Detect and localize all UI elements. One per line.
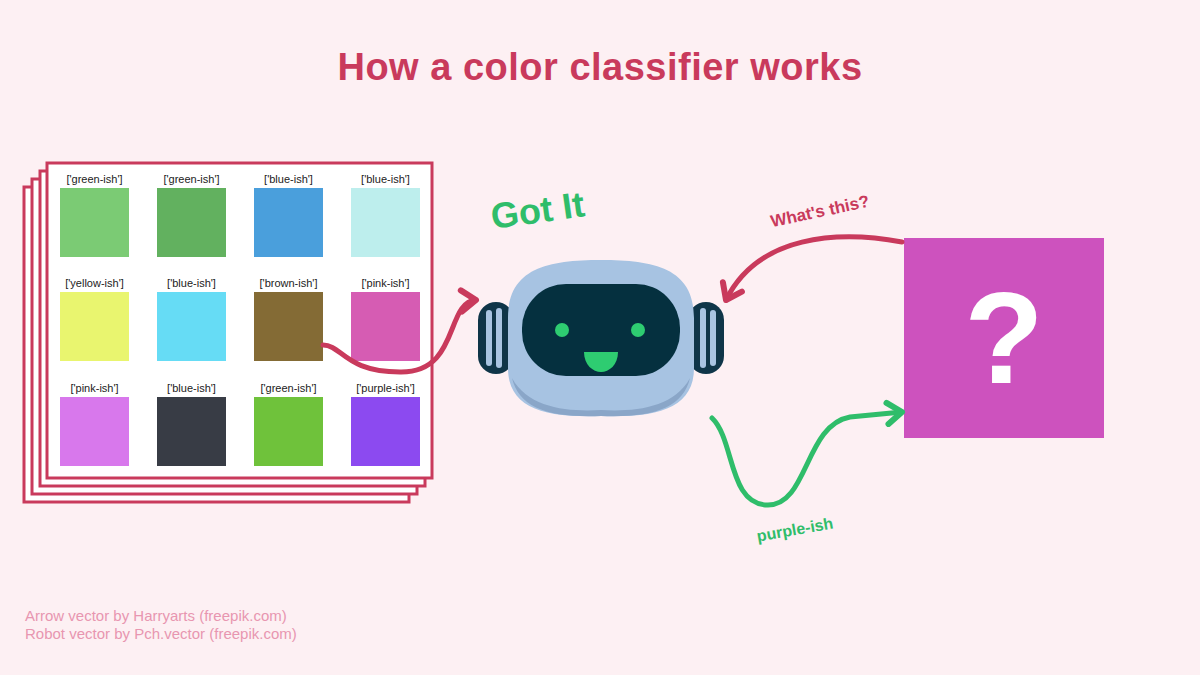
edge-label-wrap: purple-ish <box>752 513 838 547</box>
edge-label: purple-ish <box>752 513 838 547</box>
connector-line <box>323 300 476 372</box>
edge-label-wrap: What's this? <box>766 191 874 233</box>
credit-note: Robot vector by Pch.vector (freepik.com) <box>25 625 297 643</box>
color-sample: ['yellow-ish'] <box>60 277 129 361</box>
credit-note: Arrow vector by Harryarts (freepik.com) <box>25 607 287 625</box>
swatch-label: ['blue-ish'] <box>137 382 247 395</box>
color-sample: ['pink-ish'] <box>351 277 420 361</box>
robot-head <box>508 260 694 416</box>
connector-line <box>726 237 902 300</box>
swatch-square <box>351 292 420 361</box>
color-sample: ['blue-ish'] <box>157 382 226 466</box>
swatch-label: ['yellow-ish'] <box>40 277 150 290</box>
credit-wrap: Arrow vector by Harryarts (freepik.com) <box>25 607 287 625</box>
swatch-square <box>60 397 129 466</box>
robot-visor <box>522 284 680 376</box>
color-sample: ['blue-ish'] <box>351 173 420 257</box>
robot-smile <box>584 352 618 372</box>
arrowhead <box>887 403 903 424</box>
edge-label: What's this? <box>766 191 874 233</box>
swatch-label: ['blue-ish'] <box>137 277 247 290</box>
swatch-square <box>60 292 129 361</box>
swatch-square <box>351 188 420 257</box>
swatch-square <box>157 397 226 466</box>
swatch-label: ['purple-ish'] <box>331 382 441 395</box>
ear-stripe <box>496 308 502 368</box>
robot-eye <box>555 323 569 337</box>
swatch-square <box>351 397 420 466</box>
connector <box>723 237 902 300</box>
swatch-label: ['blue-ish'] <box>234 173 344 186</box>
swatch-label: ['green-ish'] <box>234 382 344 395</box>
title: How a color classifier works <box>337 44 862 90</box>
query-mark: ? <box>964 268 1043 408</box>
swatch-square <box>254 188 323 257</box>
color-sample: ['pink-ish'] <box>60 382 129 466</box>
connector <box>323 290 476 372</box>
swatch-label: ['green-ish'] <box>40 173 150 186</box>
swatch-square <box>254 397 323 466</box>
swatch-square <box>60 188 129 257</box>
arrowhead <box>723 282 742 300</box>
swatch-label: ['blue-ish'] <box>331 173 441 186</box>
robot-heading: Got It <box>488 183 587 238</box>
ear-stripe <box>710 310 716 366</box>
robot-shade <box>512 378 690 416</box>
color-sample: ['blue-ish'] <box>254 173 323 257</box>
swatch-square <box>157 188 226 257</box>
color-sample: ['blue-ish'] <box>157 277 226 361</box>
credit-wrap: Robot vector by Pch.vector (freepik.com) <box>25 625 297 643</box>
color-sample: ['purple-ish'] <box>351 382 420 466</box>
heading-wrap: Got It <box>488 183 587 238</box>
swatch-label: ['pink-ish'] <box>40 382 150 395</box>
card <box>47 163 432 478</box>
robot-node: Got It <box>478 258 724 418</box>
color-sample: ['green-ish'] <box>254 382 323 466</box>
ear-stripe <box>700 308 706 368</box>
swatch-square <box>157 292 226 361</box>
robot-figure <box>478 260 724 416</box>
color-sample: ['green-ish'] <box>60 173 129 257</box>
connector-line <box>712 412 902 505</box>
connector <box>712 403 902 505</box>
query-box: ? <box>904 238 1104 438</box>
robot-eye <box>631 323 645 337</box>
arrowhead <box>461 290 476 311</box>
title-wrap: How a color classifier works <box>0 44 1200 90</box>
card-stack <box>24 163 432 502</box>
color-sample: ['brown-ish'] <box>254 277 323 361</box>
color-sample: ['green-ish'] <box>157 173 226 257</box>
swatch-label: ['green-ish'] <box>137 173 247 186</box>
swatch-label: ['brown-ish'] <box>234 277 344 290</box>
ear-stripe <box>486 310 492 366</box>
swatch-label: ['pink-ish'] <box>331 277 441 290</box>
swatch-square <box>254 292 323 361</box>
